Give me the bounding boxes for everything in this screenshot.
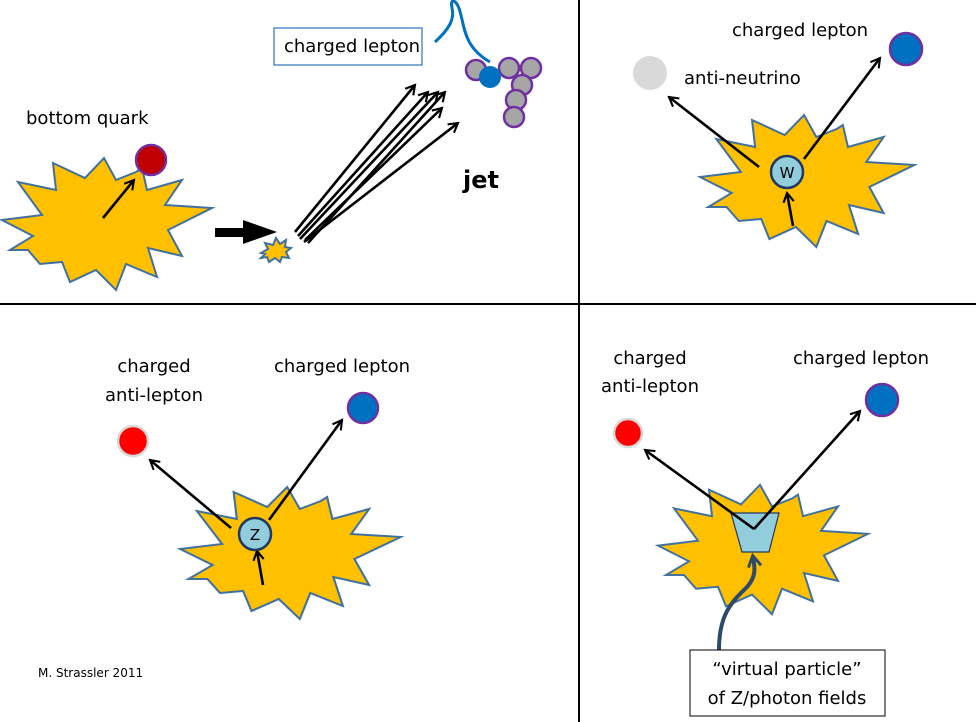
bottom-quark-particle [134, 143, 168, 177]
author-credit: M. Strassler 2011 [38, 666, 143, 680]
jet-label: jet [462, 166, 499, 194]
anti-lepton-particle [612, 417, 644, 449]
charged-lepton-in-jet [479, 66, 501, 88]
explosion-burst [1, 157, 213, 291]
virtual-particle-callout-box [689, 649, 886, 717]
virtual-particle-callout-line1: “virtual particle” [712, 659, 861, 680]
anti-lepton-label-line2: anti-lepton [601, 376, 699, 397]
anti-lepton-particle [116, 424, 150, 458]
anti-lepton-arrow [643, 448, 755, 531]
explosion-burst [699, 113, 916, 249]
panel-virtual-decay: charged anti-lepton charged lepton “virt… [601, 348, 929, 717]
charged-lepton-callout-box [273, 27, 423, 66]
anti-lepton-label-line1: charged [117, 356, 190, 377]
hadron-particle [497, 56, 521, 80]
explosion-burst [179, 485, 402, 621]
w-boson-arrow [782, 190, 795, 227]
z-boson [237, 516, 273, 552]
panel-w-decay: W anti-neutrino charged lepton [633, 20, 924, 249]
anti-neutrino-label: anti-neutrino [684, 68, 801, 89]
charged-lepton-label: charged lepton [793, 348, 929, 369]
charged-lepton-arrow [802, 56, 882, 160]
charged-lepton-arrow [753, 409, 862, 530]
anti-neutrino-arrow [667, 95, 760, 169]
anti-lepton-label-line1: charged [613, 348, 686, 369]
charged-lepton-label: charged lepton [732, 20, 868, 41]
panel-z-decay: Z charged anti-lepton charged lepton M. … [38, 356, 410, 680]
charged-lepton-label: charged lepton [274, 356, 410, 377]
bottom-quark-label: bottom quark [26, 108, 149, 129]
anti-lepton-arrow [148, 458, 232, 529]
jet-tracks [293, 83, 460, 244]
hadron-particle [519, 56, 543, 80]
virtual-particle-pointer-arrow [716, 552, 763, 656]
z-boson-arrow [252, 548, 265, 586]
jet-hadrons [464, 56, 543, 129]
hadron-particle [502, 105, 526, 129]
w-boson [769, 154, 805, 190]
anti-neutrino-particle [633, 56, 667, 90]
bottom-quark-arrow [101, 178, 136, 219]
virtual-particle-callout-line2: of Z/photon fields [708, 688, 867, 709]
w-boson-label: W [780, 164, 795, 182]
anti-lepton-label-line2: anti-lepton [105, 385, 203, 406]
charged-lepton-callout-label: charged lepton [284, 36, 420, 57]
z-boson-label: Z [250, 526, 260, 544]
transition-arrow [215, 220, 277, 244]
small-explosion-burst [258, 235, 294, 264]
charged-lepton-particle [888, 31, 924, 67]
panel-b-decay: bottom quark jet [1, 0, 543, 291]
charged-lepton-particle [346, 391, 380, 425]
virtual-particle-shape [730, 512, 780, 553]
charged-lepton-particle [864, 382, 900, 418]
charged-lepton-arrow [267, 418, 344, 521]
callout-pointer-arrow [433, 0, 491, 64]
